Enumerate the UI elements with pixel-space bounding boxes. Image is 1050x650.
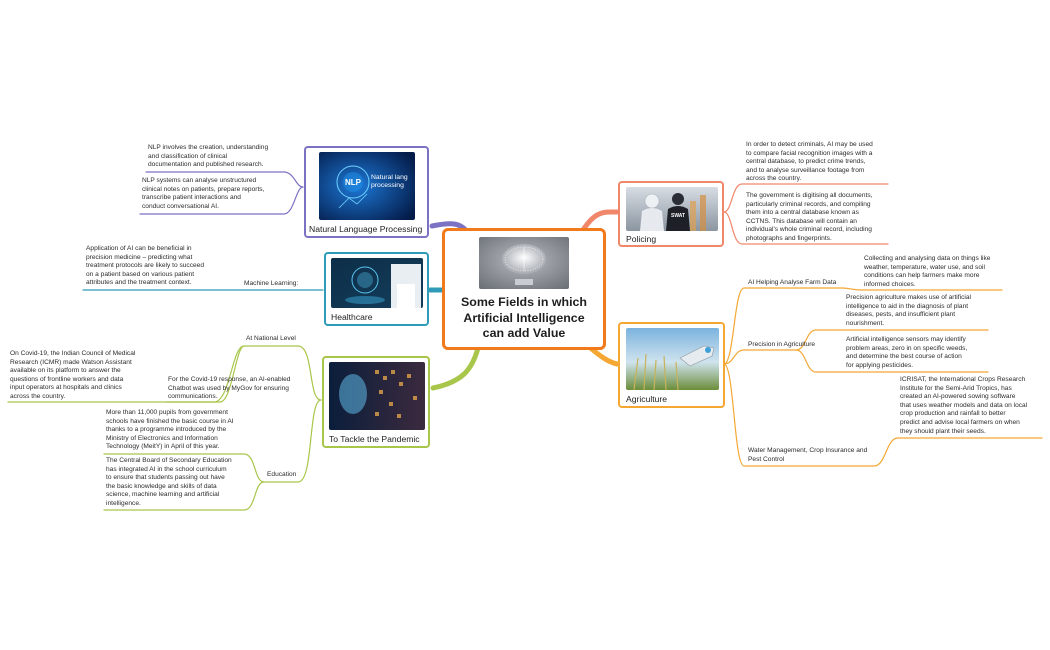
pandemic-education-note-1: More than 11,000 pupils from government …	[106, 409, 234, 451]
robot-hand-wheat-image	[626, 328, 719, 390]
policing-link-1	[723, 183, 889, 213]
branch-line-pandemic	[430, 345, 481, 391]
policing-label: Policing	[626, 234, 657, 244]
policing-note-2: The government is digitising all documen…	[746, 192, 873, 242]
ai-face-data-image	[329, 362, 425, 430]
policing-image-badge: SWAT	[671, 213, 686, 219]
policing-note-1: In order to detect criminals, AI may be …	[746, 141, 873, 183]
nlp-image-badge: NLP	[345, 178, 361, 187]
agri-sub-water[interactable]: Water Management, Crop Insurance and Pes…	[748, 447, 868, 463]
pandemic-link-note2	[165, 345, 245, 403]
nlp-note-1: NLP involves the creation, understanding…	[148, 144, 269, 169]
healthcare-card[interactable]: Healthcare	[324, 252, 429, 326]
nlp-label: Natural Language Processing	[309, 224, 423, 234]
agri-precision-note-2: Artificial intelligence sensors may iden…	[846, 336, 968, 369]
nlp-link-2	[139, 186, 304, 215]
pandemic-sub-national[interactable]: At National Level	[246, 335, 296, 342]
doctor-hologram-image	[331, 258, 423, 308]
branch-line-policing	[580, 209, 620, 233]
agri-link-sub2-note2	[795, 349, 989, 373]
nlp-note-2: NLP systems can analyse unstructured cli…	[142, 177, 265, 210]
nlp-image-text: Natural lang processing	[371, 174, 408, 189]
robot-police-image: SWAT	[626, 187, 718, 231]
pandemic-link-edu-note2	[103, 481, 265, 511]
central-title: Some Fields in which Artificial Intellig…	[461, 295, 587, 340]
agri-sub-precision[interactable]: Precision in Agriculture	[748, 341, 816, 348]
pandemic-education-note-2: The Central Board of Secondary Education…	[106, 457, 232, 507]
agri-link-sub2-note1	[795, 329, 989, 351]
agri-link-sub1-note	[841, 287, 1003, 291]
agri-link-sub1	[723, 287, 843, 365]
pandemic-national-note-1: On Covid-19, the Indian Council of Medic…	[10, 350, 136, 400]
agriculture-label: Agriculture	[626, 394, 668, 404]
agri-link-sub3-note	[873, 437, 1043, 467]
pandemic-link-edu-note1	[103, 453, 265, 483]
agri-sub-farm-data[interactable]: AI Helping Analyse Farm Data	[748, 279, 837, 286]
agri-link-sub2	[723, 349, 797, 365]
nlp-card[interactable]: NLP Natural lang processing Natural Lang…	[304, 146, 429, 238]
pandemic-link-national	[243, 345, 322, 401]
agri-link-sub3	[723, 363, 875, 467]
healthcare-label: Healthcare	[331, 312, 373, 322]
agri-precision-note-1: Precision agriculture makes use of artif…	[846, 294, 971, 327]
policing-link-2	[723, 211, 889, 245]
healthcare-sub-machine-learning[interactable]: Machine Learning:	[244, 280, 299, 287]
central-topic[interactable]: Some Fields in which Artificial Intellig…	[442, 228, 606, 350]
pandemic-label: To Tackle the Pandemic	[329, 434, 420, 444]
nlp-brain-image: NLP Natural lang processing	[319, 152, 415, 220]
pandemic-sub-education[interactable]: Education	[267, 471, 297, 478]
agriculture-card[interactable]: Agriculture	[618, 322, 725, 408]
pandemic-national-note-2: For the Covid-19 response, an AI-enabled…	[168, 376, 291, 401]
pandemic-card[interactable]: To Tackle the Pandemic	[322, 356, 430, 448]
pandemic-link-education	[263, 399, 322, 483]
healthcare-note-1: Application of AI can be beneficial in p…	[86, 245, 205, 287]
agri-farm-data-note: Collecting and analysing data on things …	[864, 255, 991, 288]
nlp-link-1	[145, 171, 304, 188]
agri-water-note: ICRISAT, the International Crops Researc…	[900, 376, 1028, 435]
glowing-brain-image	[479, 237, 569, 289]
policing-card[interactable]: SWAT Policing	[618, 181, 724, 247]
